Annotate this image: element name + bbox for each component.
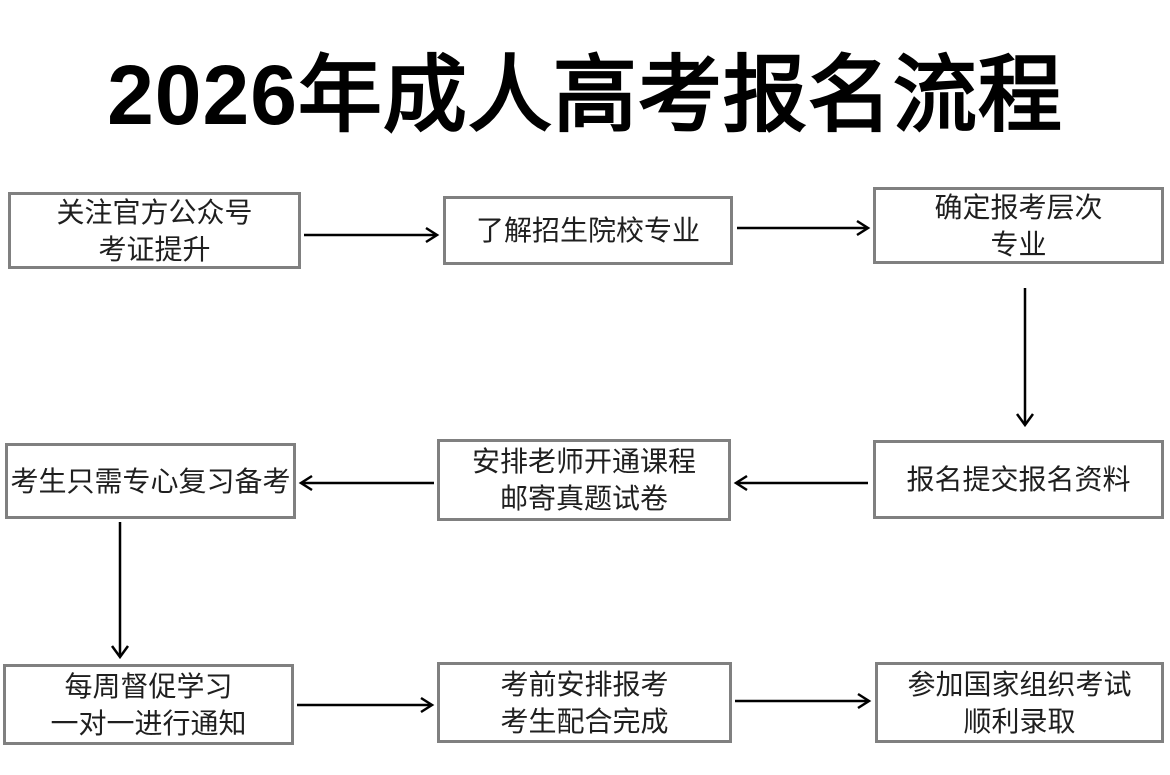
- flow-step-5-box: 安排老师开通课程 邮寄真题试卷: [437, 439, 731, 521]
- flow-step-2-text-line1: 了解招生院校专业: [475, 215, 700, 246]
- flow-step-6-box: 考生只需专心复习备考: [5, 443, 296, 519]
- flow-step-4-box: 报名提交报名资料: [873, 440, 1164, 519]
- flow-step-3-box: 确定报考层次 专业: [873, 187, 1164, 264]
- flow-step-5-text-line1: 安排老师开通课程: [471, 446, 696, 477]
- arrow-step1-to-step2-icon: [304, 226, 440, 244]
- flow-step-9-text-line1: 参加国家组织考试: [907, 668, 1132, 700]
- flow-step-8-box: 考前安排报考 考生配合完成: [437, 662, 732, 743]
- arrow-step4-to-step5-icon: [733, 474, 868, 492]
- arrow-step5-to-step6-icon: [298, 474, 434, 492]
- arrow-step3-to-step4-icon: [1015, 288, 1035, 428]
- flow-step-9-box: 参加国家组织考试 顺利录取: [875, 662, 1164, 743]
- flow-step-7-text-line2: 一对一进行通知: [50, 707, 247, 739]
- flow-step-4-text-line1: 报名提交报名资料: [906, 464, 1131, 495]
- flow-step-1-text-line2: 考证提升: [98, 233, 211, 265]
- arrow-step6-to-step7-icon: [110, 522, 130, 660]
- flow-step-3-text-line2: 专业: [990, 228, 1047, 260]
- flow-step-6-text-line1: 考生只需专心复习备考: [10, 465, 291, 497]
- flow-step-3-text-line1: 确定报考层次: [934, 191, 1103, 223]
- flow-step-5-text-line2: 邮寄真题试卷: [499, 483, 668, 514]
- flow-step-1-text-line1: 关注官方公众号: [56, 196, 253, 228]
- flow-step-9-text-line2: 顺利录取: [963, 705, 1076, 737]
- flow-step-7-text-line1: 每周督促学习: [64, 670, 233, 702]
- flow-step-8-text-line2: 考生配合完成: [500, 705, 669, 737]
- arrow-step7-to-step8-icon: [297, 696, 435, 714]
- arrow-step2-to-step3-icon: [737, 219, 871, 237]
- flow-step-7-box: 每周督促学习 一对一进行通知: [3, 664, 294, 745]
- flow-step-2-box: 了解招生院校专业: [443, 196, 733, 265]
- flow-step-1-box: 关注官方公众号 考证提升: [8, 192, 301, 269]
- page-title: 2026年成人高考报名流程: [107, 48, 1063, 142]
- flow-step-8-text-line1: 考前安排报考: [500, 668, 669, 700]
- arrow-step8-to-step9-icon: [735, 692, 872, 710]
